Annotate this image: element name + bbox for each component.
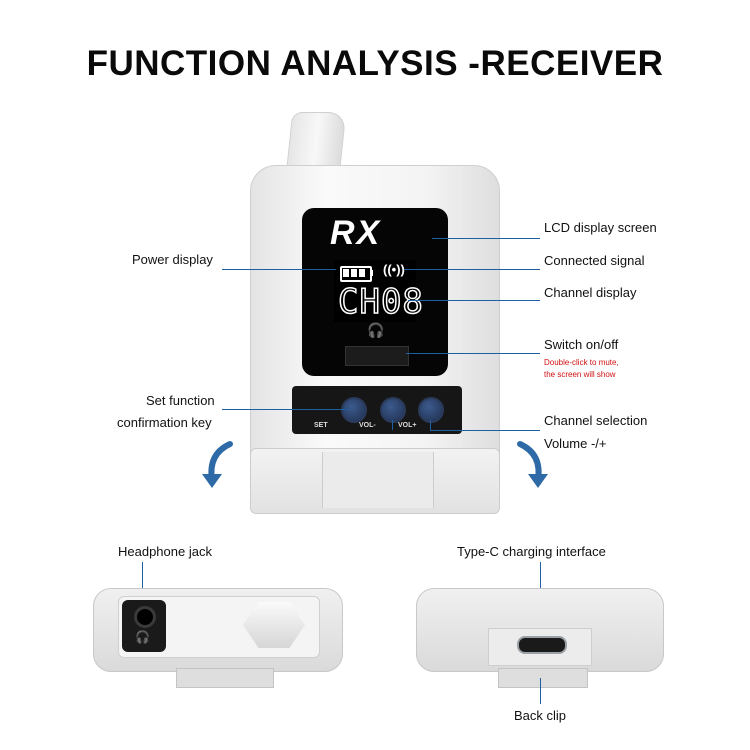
label-set-function: Set function <box>146 393 215 408</box>
vol-minus-button[interactable] <box>380 397 406 423</box>
label-switch-note-2: the screen will show <box>544 370 616 379</box>
label-volume: Volume -/+ <box>544 436 607 451</box>
label-type-c: Type-C charging interface <box>457 544 606 559</box>
side-knob[interactable] <box>243 602 305 648</box>
label-channel-display: Channel display <box>544 285 637 300</box>
vol-plus-button[interactable] <box>418 397 444 423</box>
curved-arrow-down-right-icon <box>517 441 548 488</box>
vol-minus-label: VOL- <box>359 422 376 429</box>
label-switch-note-1: Double-click to mute, <box>544 358 619 367</box>
label-power-display: Power display <box>132 252 213 267</box>
clip-foot-right <box>498 668 588 688</box>
leader-channel <box>408 300 540 301</box>
leader-back-clip <box>540 678 541 704</box>
channel-readout: CH08 <box>337 281 424 323</box>
leader-vol-minus <box>392 420 393 430</box>
label-confirmation-key: confirmation key <box>117 415 212 430</box>
curved-arrow-down-left-icon <box>202 441 233 488</box>
label-connected-signal: Connected signal <box>544 253 645 268</box>
battery-cap <box>370 270 373 276</box>
type-c-port[interactable] <box>517 636 567 654</box>
leader-switch <box>406 353 540 354</box>
label-headphone-jack: Headphone jack <box>118 544 212 559</box>
label-lcd-display-screen: LCD display screen <box>544 220 657 235</box>
leader-channel-selection <box>430 430 540 431</box>
leader-set <box>222 409 350 410</box>
signal-icon: ((•)) <box>383 262 405 277</box>
headphone-icon: 🎧 <box>367 322 385 338</box>
leader-vol-plus <box>430 420 431 430</box>
headphone-jack-icon: 🎧 <box>135 630 150 644</box>
battery-bar-3 <box>359 269 365 277</box>
label-back-clip: Back clip <box>514 708 567 723</box>
leader-power <box>222 269 336 270</box>
leader-lcd <box>432 238 540 239</box>
headphone-jack-port[interactable] <box>134 606 156 628</box>
battery-bar-1 <box>343 269 349 277</box>
leader-signal <box>404 269 540 270</box>
page-title: FUNCTION ANALYSIS -RECEIVER <box>86 44 664 83</box>
label-switch-on-off: Switch on/off <box>544 337 619 352</box>
set-button-label: SET <box>314 422 328 429</box>
rx-logo: RX <box>330 214 382 252</box>
clip-inner <box>322 452 434 508</box>
label-channel-selection: Channel selection <box>544 413 648 428</box>
clip-foot-left <box>176 668 274 688</box>
vol-plus-label: VOL+ <box>398 422 417 429</box>
set-button[interactable] <box>341 397 367 423</box>
power-switch[interactable] <box>345 346 409 366</box>
battery-bar-2 <box>351 269 357 277</box>
